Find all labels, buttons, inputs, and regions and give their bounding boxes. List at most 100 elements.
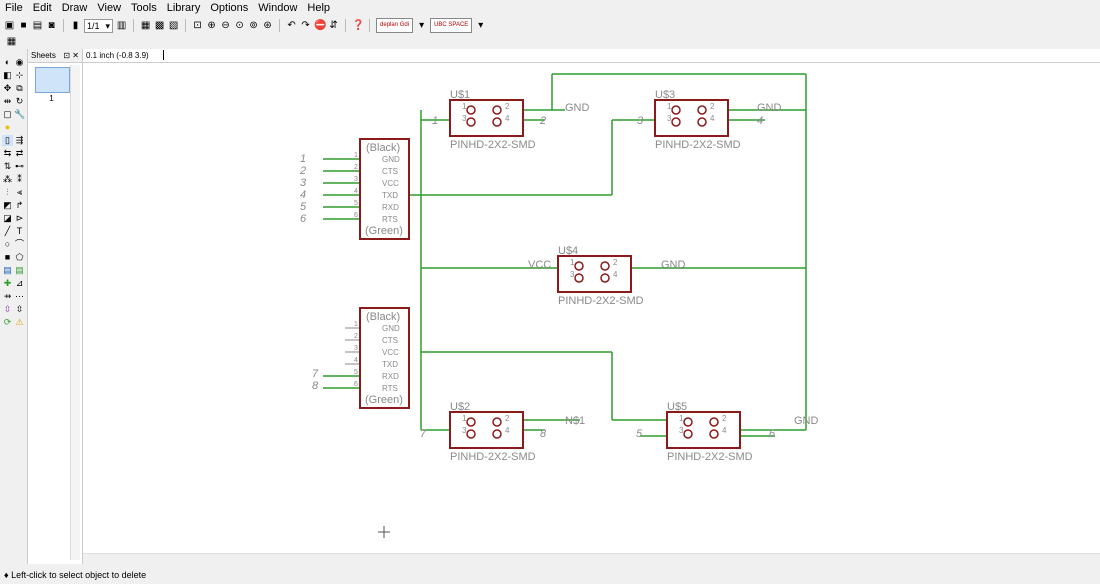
smash-icon[interactable]: ⁑ — [17, 174, 22, 184]
ulp-icon[interactable]: ▧ — [168, 20, 179, 31]
pin-label: RTS — [382, 215, 398, 224]
net-label-gnd: GND — [661, 259, 686, 271]
invoke-icon[interactable]: ◪ — [3, 213, 12, 223]
zoom-select-icon[interactable]: ⊚ — [249, 20, 258, 31]
go-icon[interactable]: ⇵ — [329, 20, 338, 31]
polygon-icon[interactable]: ⬠ — [15, 252, 24, 262]
value-icon[interactable]: ⁂ — [3, 174, 12, 184]
save-icon[interactable]: ■ — [20, 20, 27, 31]
wire-label: 4 — [757, 115, 763, 127]
horizontal-scrollbar[interactable] — [83, 553, 1100, 565]
sheets-scrollbar[interactable] — [70, 65, 80, 560]
change-icon[interactable]: 🔧 — [14, 109, 26, 119]
print-icon[interactable]: ▤ — [32, 20, 43, 31]
run-icon[interactable]: ▩ — [154, 20, 165, 31]
close-icon[interactable]: ⊡ ✕ — [63, 51, 79, 60]
display-icon[interactable]: ◧ — [3, 70, 12, 80]
header2-symbol[interactable]: (Black) (Green) GND CTS VCC TXD RXD RTS … — [312, 307, 410, 409]
menu-edit[interactable]: Edit — [32, 2, 52, 14]
spice-button[interactable]: UBC SPACE — [430, 18, 473, 33]
erc-icon[interactable]: ⇸ — [3, 291, 12, 301]
gateswap-icon[interactable]: ⇄ — [15, 148, 24, 158]
schematic-canvas[interactable]: (Black) (Green) GND CTS VCC TXD RXD RTS … — [83, 63, 1100, 553]
circle-icon[interactable]: ○ — [4, 239, 11, 249]
optimize-icon[interactable]: ◩ — [3, 200, 12, 210]
paste-icon[interactable]: ● — [4, 122, 11, 132]
grid-icon[interactable]: ▦ — [6, 36, 17, 47]
part-name: U$2 — [450, 401, 470, 413]
net-icon[interactable]: ▤ — [15, 265, 24, 275]
port-icon[interactable]: ⇳ — [15, 304, 24, 314]
cam-icon[interactable]: ◙ — [48, 20, 55, 31]
move-icon[interactable]: ✥ — [3, 83, 12, 93]
copy-icon[interactable]: ⧉ — [16, 83, 23, 93]
label-icon[interactable]: ⊳ — [15, 213, 24, 223]
board-icon[interactable]: ▥ — [116, 20, 127, 31]
wire-icon[interactable]: ╱ — [4, 226, 11, 236]
redo-icon[interactable]: ↷ — [301, 20, 310, 31]
zoom-previous-icon[interactable]: ⊛ — [263, 20, 272, 31]
header1-symbol[interactable]: (Black) (Green) GND CTS VCC TXD RXD RTS … — [299, 138, 410, 240]
route-icon[interactable]: ↱ — [15, 200, 24, 210]
pin-number: 4 — [710, 114, 715, 123]
attribute-icon[interactable]: ⊿ — [15, 278, 24, 288]
zoom-out-icon[interactable]: ⊖ — [221, 20, 230, 31]
warning-icon[interactable]: ⚠ — [15, 317, 24, 327]
menu-file[interactable]: File — [5, 2, 23, 14]
rect-icon[interactable]: ■ — [4, 252, 11, 262]
zoom-redraw-icon[interactable]: ⊙ — [235, 20, 244, 31]
miter-icon[interactable]: ⫷ — [16, 187, 23, 197]
wire-label: 6 — [769, 428, 776, 440]
header2-bottom-label: (Green) — [365, 394, 403, 406]
replace-icon[interactable]: ⇅ — [3, 161, 12, 171]
check-icon[interactable]: ⟳ — [3, 317, 12, 327]
menu-options[interactable]: Options — [210, 2, 249, 14]
menu-bar: File Edit Draw View Tools Library Option… — [0, 0, 1100, 17]
dimension-icon[interactable]: ⋯ — [15, 291, 24, 301]
header-pin-number: 1 — [354, 152, 358, 159]
sheet-thumbnail[interactable] — [35, 67, 70, 93]
text-icon[interactable]: T — [16, 226, 23, 236]
split-icon[interactable]: ⫶ — [6, 187, 9, 197]
help-icon[interactable]: ❓ — [352, 20, 365, 31]
bus-icon[interactable]: ▤ — [3, 265, 12, 275]
zoom-fit-icon[interactable]: ⊡ — [193, 20, 202, 31]
group-icon[interactable]: ▢ — [3, 109, 12, 119]
menu-help[interactable]: Help — [307, 2, 331, 14]
chevron-down-icon[interactable]: ▾ — [478, 20, 484, 31]
info-icon[interactable]: ◐ — [4, 57, 11, 67]
menu-library[interactable]: Library — [166, 2, 201, 14]
chevron-down-icon[interactable]: ▾ — [419, 20, 425, 31]
undo-icon[interactable]: ↶ — [287, 20, 296, 31]
pad-icon — [574, 261, 584, 271]
name-icon[interactable]: ⊷ — [15, 161, 24, 171]
add-icon[interactable]: ⇶ — [15, 135, 24, 145]
menu-window[interactable]: Window — [258, 2, 298, 14]
command-input[interactable] — [163, 50, 1094, 60]
delete-icon[interactable]: ▯ — [2, 135, 13, 146]
junction-icon[interactable]: ✚ — [3, 278, 12, 288]
arc-icon[interactable]: ⌒ — [14, 239, 24, 249]
open-icon[interactable]: ▣ — [4, 20, 15, 31]
mark-icon[interactable]: ⊹ — [15, 70, 24, 80]
sheets-header: Sheets ⊡ ✕ — [28, 49, 82, 63]
menu-view[interactable]: View — [97, 2, 122, 14]
menu-tools[interactable]: Tools — [131, 2, 157, 14]
modules-icon[interactable]: ⇳ — [3, 304, 12, 314]
zoom-in-icon[interactable]: ⊕ — [207, 20, 216, 31]
sheet-select[interactable]: 1/1▾ — [84, 18, 114, 33]
show-icon[interactable]: ◉ — [15, 57, 24, 67]
sheets-title: Sheets — [31, 51, 56, 60]
script-icon[interactable]: ▦ — [140, 20, 151, 31]
stop-icon[interactable]: ⛔ — [314, 20, 327, 31]
pinswap-icon[interactable]: ⇆ — [3, 148, 12, 158]
rotate-icon[interactable]: ↻ — [15, 96, 24, 106]
mirror-icon[interactable]: ⇹ — [3, 96, 12, 106]
design-link-button[interactable]: deplan Gdi — [376, 18, 414, 33]
menu-draw[interactable]: Draw — [61, 2, 88, 14]
